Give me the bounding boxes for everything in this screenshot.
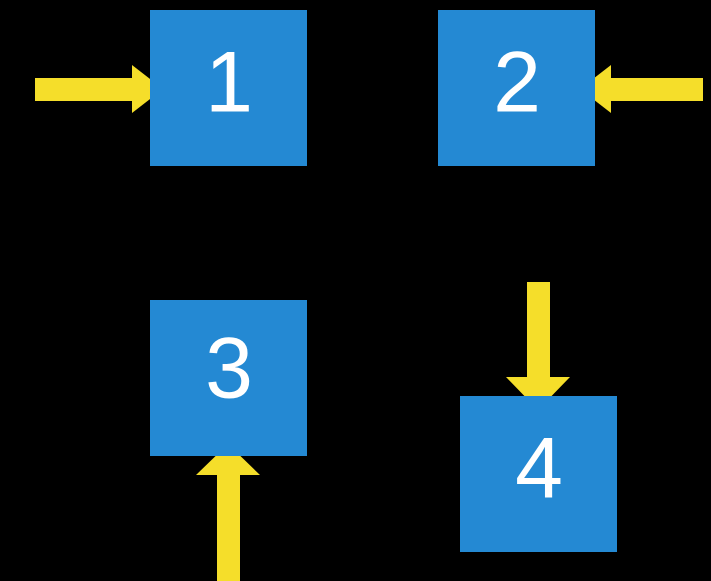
node-4-label: 4 bbox=[515, 421, 563, 517]
arrow-into-node-3 bbox=[196, 444, 260, 581]
node-1-rect[interactable] bbox=[150, 10, 307, 166]
node-4-rect[interactable] bbox=[460, 396, 617, 552]
node-4[interactable]: 4 bbox=[460, 396, 617, 552]
node-1[interactable]: 1 bbox=[150, 10, 307, 166]
node-1-label: 1 bbox=[205, 35, 253, 131]
arrow-into-node-2 bbox=[580, 65, 703, 113]
nodes-layer: 1 2 3 4 bbox=[150, 10, 617, 552]
arrow-into-node-1 bbox=[35, 65, 163, 113]
node-3[interactable]: 3 bbox=[150, 300, 307, 456]
node-2-rect[interactable] bbox=[438, 10, 595, 166]
arrow-into-node-4 bbox=[506, 282, 570, 410]
node-2[interactable]: 2 bbox=[438, 10, 595, 166]
node-3-rect[interactable] bbox=[150, 300, 307, 456]
arrows-layer bbox=[35, 65, 703, 581]
node-3-label: 3 bbox=[205, 321, 253, 417]
node-2-label: 2 bbox=[493, 35, 541, 131]
